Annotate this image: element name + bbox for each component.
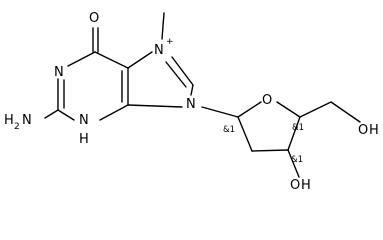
atom-n1: N xyxy=(54,65,64,80)
bond-c5-c6 xyxy=(94,51,129,69)
atom-nh2-n: N xyxy=(22,113,32,128)
bond-c5prime-oh xyxy=(330,101,361,123)
atom-oh-right-h: H xyxy=(369,123,379,138)
bond-c1-o4 xyxy=(237,101,262,118)
bond-c4-c5prime xyxy=(299,101,332,118)
bond-o4-c4 xyxy=(276,101,301,118)
bond-n7-c8-double xyxy=(165,61,187,88)
bond-n7-c8 xyxy=(171,56,194,86)
atom-n7: N xyxy=(154,43,164,58)
bond-n7-methyl xyxy=(161,12,165,40)
atom-oh-bottom-h: H xyxy=(301,178,311,193)
molecule-structure: O N + N N N H H 2 N O O H O H &1 &1 &1 xyxy=(4,11,379,193)
bond-c6-n1 xyxy=(67,51,96,67)
atom-n9: N xyxy=(186,97,196,112)
bond-c5-n7 xyxy=(127,51,153,69)
bond-c2-c1 xyxy=(237,116,253,152)
atom-oh-right-o: O xyxy=(358,123,368,138)
bond-c3-c2 xyxy=(251,149,289,152)
bond-n9-c1 xyxy=(201,106,239,118)
stereo-label-c3: &1 xyxy=(291,155,303,165)
bond-c4-c3 xyxy=(287,116,301,151)
atom-oh-bottom-o: O xyxy=(290,178,300,193)
atom-n3: N xyxy=(79,113,89,128)
atom-labels: O N + N N N H H 2 N O O H O H &1 &1 &1 xyxy=(4,11,379,193)
atom-n3-h: H xyxy=(79,132,89,147)
bond-c3-oh xyxy=(287,149,300,178)
atom-ring-o: O xyxy=(262,93,272,108)
atom-nh2-sub: 2 xyxy=(14,122,20,132)
bond-c2-n3 xyxy=(57,109,75,121)
stereo-label-c4: &1 xyxy=(292,123,304,133)
bond-n9-c4 xyxy=(127,104,183,108)
bonds xyxy=(44,12,361,178)
atom-o-carbonyl: O xyxy=(89,11,99,26)
atom-n7-charge: + xyxy=(166,37,174,47)
bond-n3-c4 xyxy=(99,104,129,121)
stereo-label-c1: &1 xyxy=(223,125,235,135)
bond-c2-nh2 xyxy=(44,109,59,119)
atom-nh2-h: H xyxy=(4,113,14,128)
bond-c8-n9 xyxy=(190,84,194,96)
